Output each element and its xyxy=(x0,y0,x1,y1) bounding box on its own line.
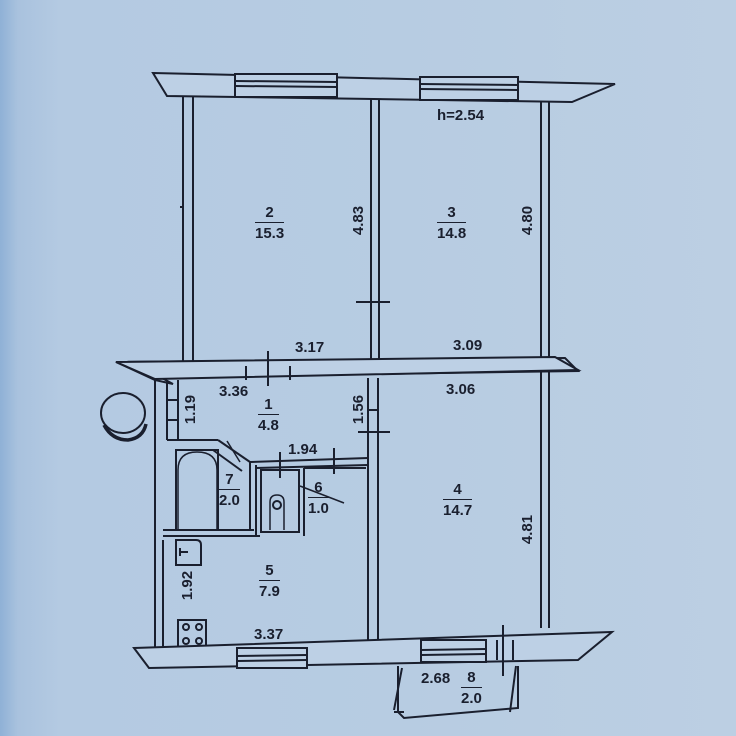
kitchen-fixtures xyxy=(162,539,207,649)
room-label-4: 4 14.7 xyxy=(443,481,473,519)
dim-room4-width: 3.06 xyxy=(446,381,476,398)
room-label-1: 1 4.8 xyxy=(258,396,279,434)
room-label-7: 7 2.0 xyxy=(219,471,240,509)
partition-room2-room3 xyxy=(356,99,390,362)
dim-kitchen-width: 3.37 xyxy=(254,626,284,643)
top-exterior-wall xyxy=(151,71,616,104)
dim-room4-height: 4.81 xyxy=(519,514,537,545)
room-label-6: 6 1.0 xyxy=(308,479,329,517)
dim-hall-width: 3.36 xyxy=(219,383,249,400)
bathroom-walls xyxy=(163,439,260,537)
dim-room3-height: 4.80 xyxy=(519,205,537,236)
dim-wc-width: 1.94 xyxy=(288,441,318,458)
room-label-5: 5 7.9 xyxy=(259,562,280,600)
left-wall-room2 xyxy=(180,97,194,362)
dim-kitchen-height: 1.92 xyxy=(179,570,197,601)
ceiling-height-label: h=2.54 xyxy=(437,107,485,124)
dim-balcony-width: 2.68 xyxy=(421,670,451,687)
dim-hall-right-height: 1.56 xyxy=(350,394,368,425)
balcony xyxy=(393,665,519,720)
dim-hall-left-height: 1.19 xyxy=(182,394,200,425)
dim-room3-width: 3.09 xyxy=(453,337,483,354)
partition-hall-room4 xyxy=(358,378,390,646)
dim-room2-width: 3.17 xyxy=(295,339,325,356)
dim-room2-height: 4.83 xyxy=(350,205,368,236)
room-label-3: 3 14.8 xyxy=(437,204,467,242)
hall-left-wall xyxy=(154,378,179,650)
bottom-exterior-wall xyxy=(132,625,615,676)
room-label-8: 8 2.0 xyxy=(461,669,482,707)
wc-walls xyxy=(249,448,369,536)
middle-wall xyxy=(115,351,582,386)
vent-shaft xyxy=(100,392,148,442)
room-label-2: 2 15.3 xyxy=(255,204,285,242)
